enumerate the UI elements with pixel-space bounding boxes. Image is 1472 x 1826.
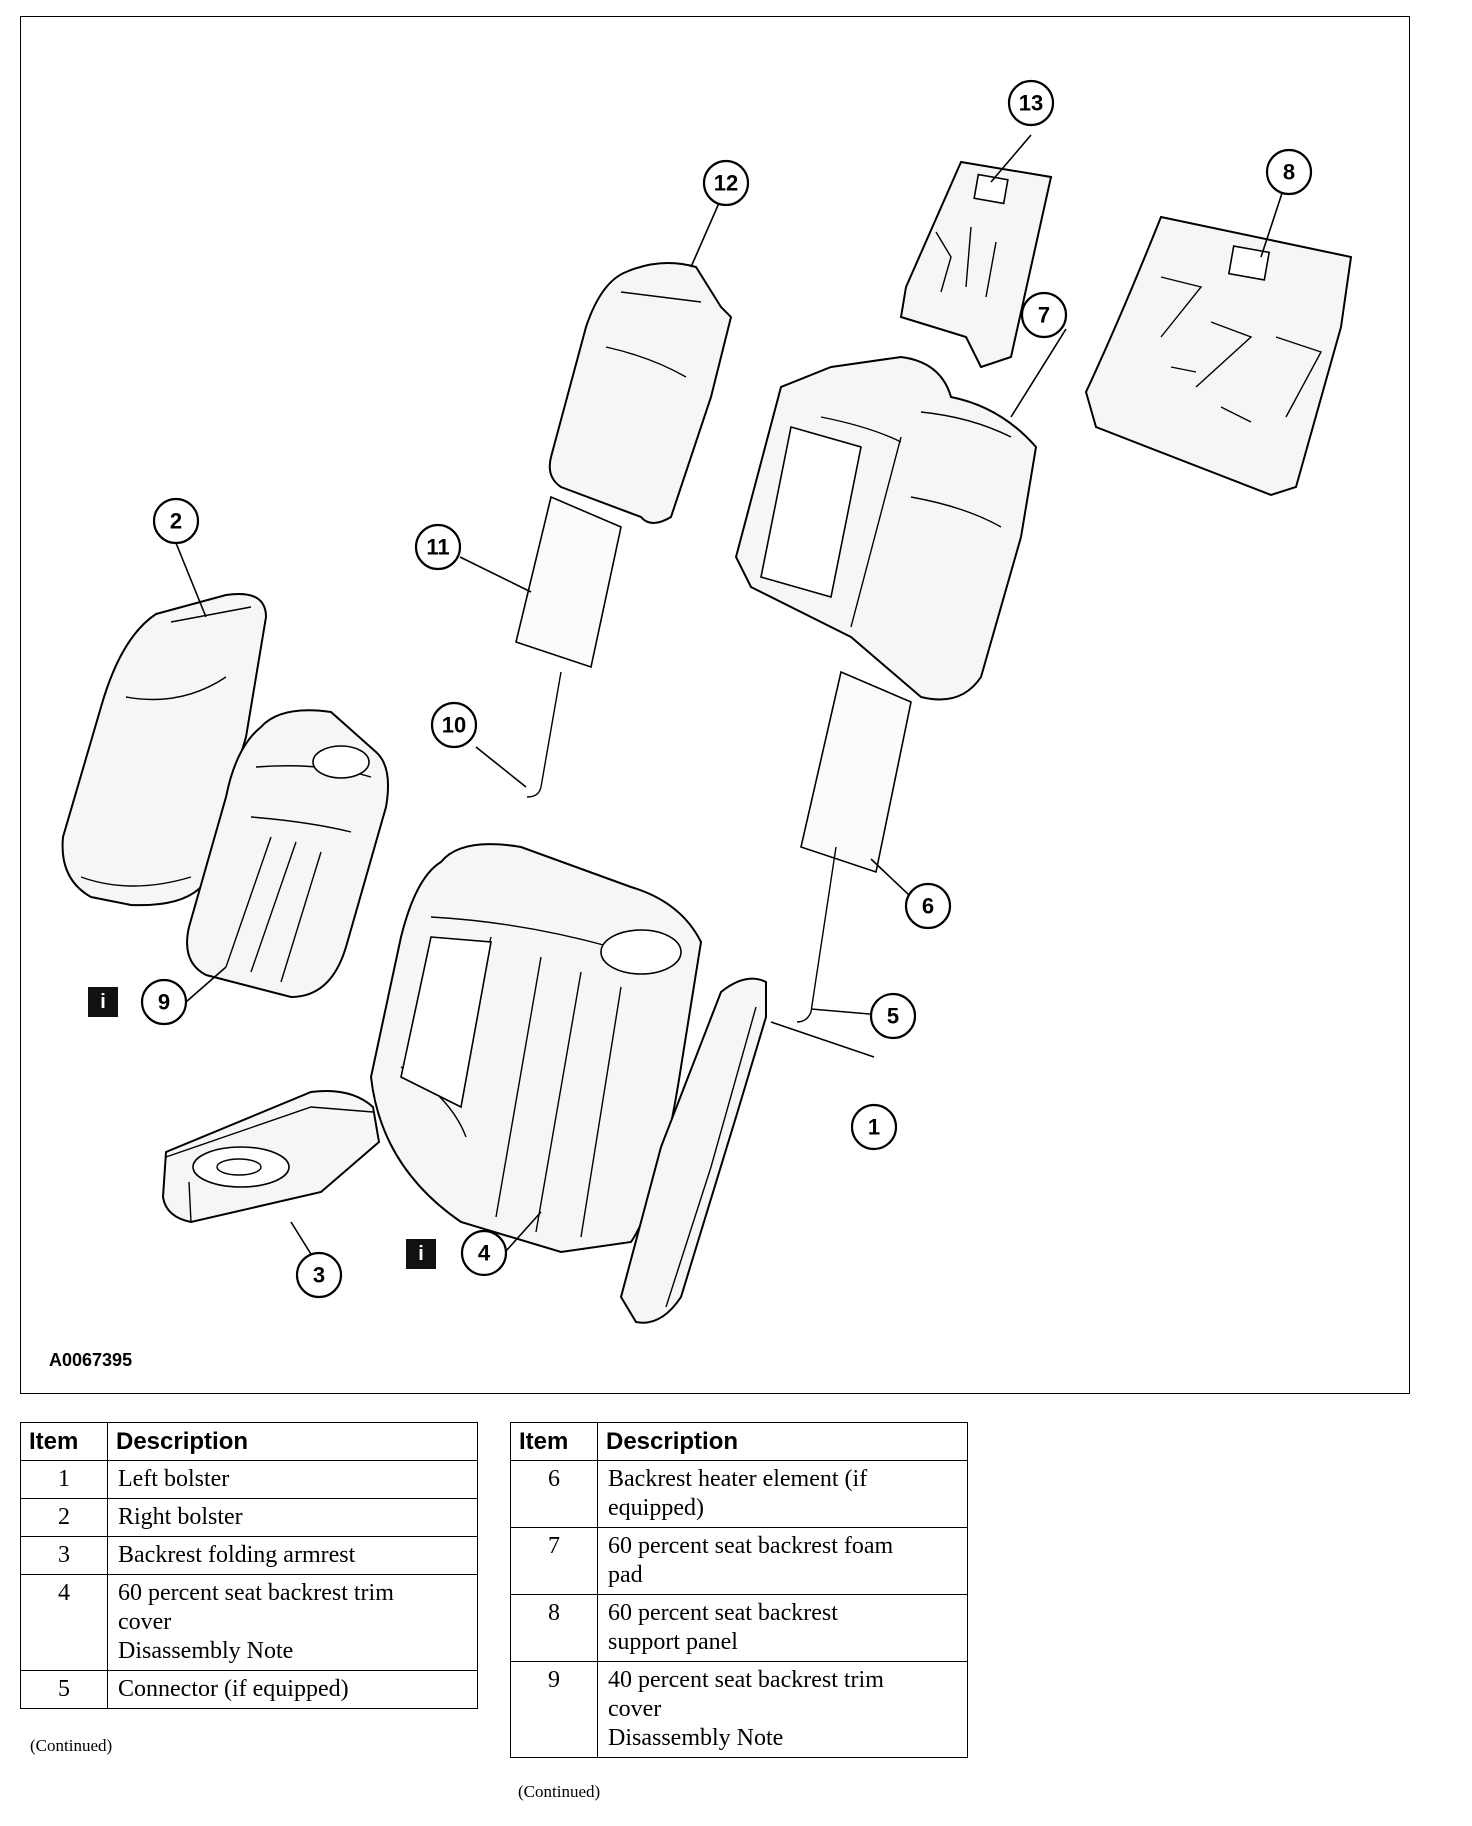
info-icon-glyph: i (418, 1243, 424, 1265)
seat-backrest-exploded-diagram: 1 2 3 4 5 6 7 8 9 10 11 12 13 i i (61, 79, 1353, 1324)
info-icon: i (406, 1239, 436, 1269)
item-description: 60 percent seat backrest foam pad (597, 1527, 968, 1595)
table-row: 1 Left bolster (20, 1460, 478, 1499)
callout-9: 9 (140, 978, 188, 1026)
part-backrest-folding-armrest (161, 1090, 381, 1224)
callout-11: 11 (414, 523, 462, 571)
description-line: cover (118, 1609, 172, 1635)
callout-6: 6 (904, 882, 952, 930)
description-line: 60 percent seat backrest trim (118, 1580, 394, 1606)
table-row: 5 Connector (if equipped) (20, 1670, 478, 1709)
callout-2: 2 (152, 497, 200, 545)
description-line: Connector (if equipped) (118, 1676, 349, 1702)
description-line: cover (608, 1696, 662, 1722)
callout-5-label: 5 (887, 1004, 899, 1029)
continued-note: (Continued) (30, 1736, 113, 1755)
item-number: 7 (510, 1527, 598, 1595)
info-icon: i (88, 987, 118, 1017)
callout-4: 4 (460, 1229, 508, 1277)
parts-table-left-body: 1 Left bolster 2 Right bolster 3 Backrest fol… (20, 1460, 478, 1709)
part-60-percent-support-panel (1084, 215, 1353, 497)
part-left-bolster (619, 977, 767, 1324)
table-header-row: Item Description (510, 1422, 968, 1461)
callout-1: 1 (850, 1103, 898, 1151)
part-right-bolster (61, 593, 268, 907)
callout-7-label: 7 (1038, 303, 1050, 328)
description-line: Backrest heater element (if (608, 1466, 868, 1492)
callout-12: 12 (702, 159, 750, 207)
description-line: equipped) (608, 1495, 704, 1521)
callout-10-label: 10 (442, 713, 466, 738)
description-line: 60 percent seat backrest (608, 1600, 838, 1626)
part-60-percent-foam-pad (734, 355, 1038, 701)
table-header-row: Item Description (20, 1422, 478, 1461)
callout-3: 3 (295, 1251, 343, 1299)
item-number: 6 (510, 1460, 598, 1528)
callout-5: 5 (869, 992, 917, 1040)
callout-3-label: 3 (313, 1263, 325, 1288)
continued-note: (Continued) (518, 1782, 601, 1801)
description-line: Right bolster (118, 1504, 243, 1530)
table-row: 2 Right bolster (20, 1498, 478, 1537)
item-description: Connector (if equipped) (107, 1670, 478, 1709)
table-row: 3 Backrest folding armrest (20, 1536, 478, 1575)
item-number: 5 (20, 1670, 108, 1709)
item-number: 9 (510, 1661, 598, 1758)
description-line: support panel (608, 1629, 738, 1655)
description-line: Disassembly Note (118, 1638, 294, 1664)
table-row: 6 Backrest heater element (if equipped) (510, 1460, 968, 1528)
callout-2-label: 2 (170, 509, 182, 534)
header-item: Item (20, 1422, 108, 1461)
item-number: 3 (20, 1536, 108, 1575)
item-number: 2 (20, 1498, 108, 1537)
part-40-percent-foam-pad (548, 262, 733, 524)
header-item: Item (510, 1422, 598, 1461)
parts-table-left: Item Description 1 Left bolster 2 Right bol… (20, 1422, 478, 1709)
callout-6-label: 6 (922, 894, 934, 919)
description-line: Left bolster (118, 1466, 230, 1492)
callout-1-label: 1 (868, 1115, 880, 1140)
callout-9-label: 9 (158, 990, 170, 1015)
description-line: Backrest folding armrest (118, 1542, 356, 1568)
item-number: 8 (510, 1594, 598, 1662)
description-line: 60 percent seat backrest foam (608, 1533, 894, 1559)
callout-4-label: 4 (478, 1241, 491, 1266)
header-description: Description (597, 1422, 968, 1461)
item-description: 60 percent seat backrest support panel (597, 1594, 968, 1662)
part-heater-element-small (515, 495, 622, 798)
callout-8: 8 (1265, 148, 1313, 196)
callout-13: 13 (1007, 79, 1055, 127)
description-line: pad (608, 1562, 643, 1588)
callout-11-label: 11 (426, 535, 449, 560)
part-40-percent-trim-cover (186, 709, 389, 999)
part-40-percent-support-panel (899, 160, 1053, 369)
callout-8-label: 8 (1283, 160, 1295, 185)
item-description: Left bolster (107, 1460, 478, 1499)
item-description: Backrest folding armrest (107, 1536, 478, 1575)
item-description: Backrest heater element (if equipped) (597, 1460, 968, 1528)
description-line: Disassembly Note (608, 1725, 784, 1751)
figure-id: A0067395 (49, 1350, 133, 1370)
callout-13-label: 13 (1019, 91, 1043, 116)
table-row: 8 60 percent seat backrest support panel (510, 1594, 968, 1662)
exploded-view-figure: 1 2 3 4 5 6 7 8 9 10 11 12 13 i i A00673… (20, 16, 1410, 1394)
table-row: 7 60 percent seat backrest foam pad (510, 1527, 968, 1595)
description-line: 40 percent seat backrest trim (608, 1667, 884, 1693)
header-description: Description (107, 1422, 478, 1461)
info-icon-glyph: i (100, 991, 106, 1013)
callout-12-label: 12 (714, 171, 738, 196)
item-number: 4 (20, 1574, 108, 1671)
item-number: 1 (20, 1460, 108, 1499)
item-description: Right bolster (107, 1498, 478, 1537)
callout-7: 7 (1020, 291, 1068, 339)
part-backrest-heater-element (796, 670, 912, 1023)
callout-10: 10 (430, 701, 478, 749)
